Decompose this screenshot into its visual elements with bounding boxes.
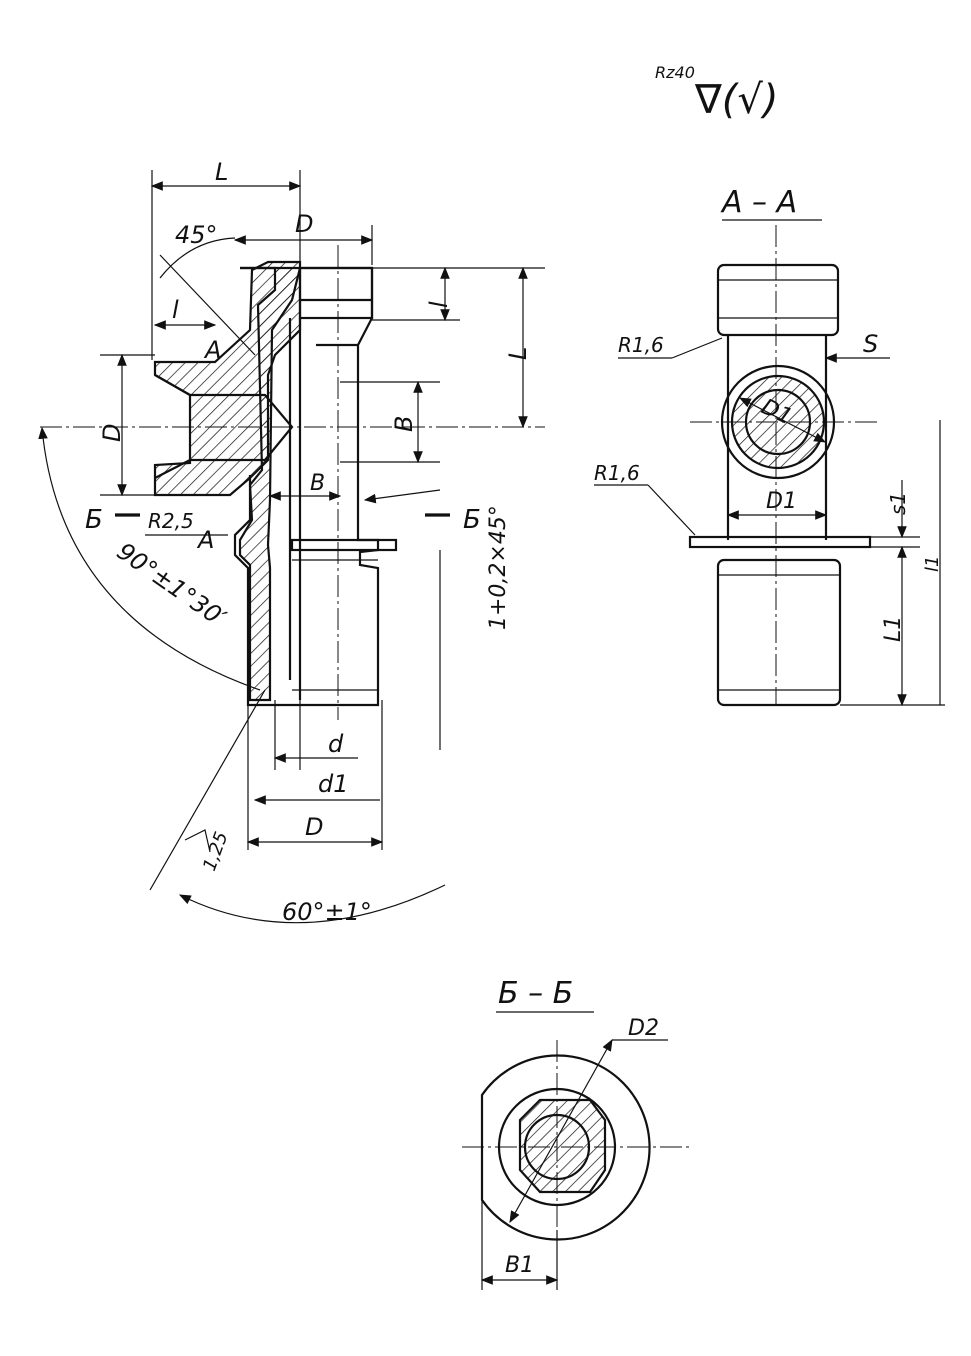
leader-R16-bottom (647, 484, 696, 536)
main-body-outline (233, 266, 380, 707)
section-bb-view: Б – Б D2 B1 (462, 976, 690, 1290)
main-body-wall-section (238, 266, 302, 702)
aa-collar (688, 535, 872, 549)
dim-L-right: L (504, 347, 532, 360)
dim-line-aa-D1-circle (738, 397, 827, 443)
aa-dim-s1: s1 (886, 492, 910, 515)
aa-dim-L1: L1 (881, 616, 906, 642)
aa-dim-l1: l1 (922, 556, 943, 572)
aa-dim-D1: D1 (766, 489, 797, 514)
dim-D-top: D (295, 210, 313, 238)
leader-R16-top (671, 337, 723, 359)
section-mark-A-top: A (203, 336, 221, 364)
aa-dim-S: S (863, 330, 878, 358)
angle-arc-45 (159, 237, 236, 279)
dim-l-left: l (172, 296, 179, 324)
section-mark-B-left: Б (85, 505, 103, 535)
section-mark-B-right: Б (463, 505, 481, 535)
dim-d1: d1 (318, 770, 349, 798)
section-aa-title: A – A (720, 185, 797, 220)
dim-line-D2 (509, 1038, 613, 1224)
dim-D-bottom: D (305, 813, 323, 841)
thread-angle-line (149, 689, 266, 891)
dim-l-right: l (425, 301, 453, 308)
aa-outer-circle (720, 364, 836, 480)
collar-flange (290, 538, 398, 552)
section-bb-title: Б – Б (498, 976, 573, 1011)
side-branch-bore (154, 374, 294, 479)
angle-arc-90 (38, 426, 261, 691)
dim-d: d (328, 730, 344, 758)
angle-arc-60 (178, 884, 446, 924)
roughness-125: 1,25 (199, 829, 232, 874)
aa-radius-bottom: R1,6 (594, 461, 640, 485)
union-nut (298, 266, 374, 320)
bb-dim-B1: B1 (505, 1253, 534, 1278)
dim-D-left: D (98, 424, 126, 442)
surface-roughness-symbol: Rz40 ∇(√) (655, 63, 778, 123)
roughness-125-symbol (184, 829, 211, 853)
dim-B-right: B (390, 416, 418, 432)
angle-60-label: 60°±1° (282, 898, 372, 926)
aa-radius-top: R1,6 (618, 333, 664, 357)
section-aa-view: A – A D1 R1,6 S R1,6 D1 s1 L1 (594, 185, 945, 707)
dim-B-inner: B (310, 471, 325, 496)
section-mark-A-bottom: A (196, 526, 214, 554)
aa-thread (716, 558, 842, 707)
main-view: L 45° D l A D l L B B Б (38, 158, 545, 926)
chamfer-label: 1+0,2×45° (486, 505, 511, 630)
aa-nut (716, 263, 840, 337)
bb-dim-D2: D2 (628, 1016, 659, 1041)
radius-R25: R2,5 (148, 509, 194, 533)
roughness-rz-label: Rz40 (655, 63, 695, 82)
dim-L-top: L (215, 158, 228, 186)
angle-ref-line-45 (159, 254, 256, 356)
roughness-symbol: ∇(√) (694, 77, 778, 123)
leader-B-right (363, 489, 441, 504)
angle-45-label: 45° (175, 221, 218, 249)
